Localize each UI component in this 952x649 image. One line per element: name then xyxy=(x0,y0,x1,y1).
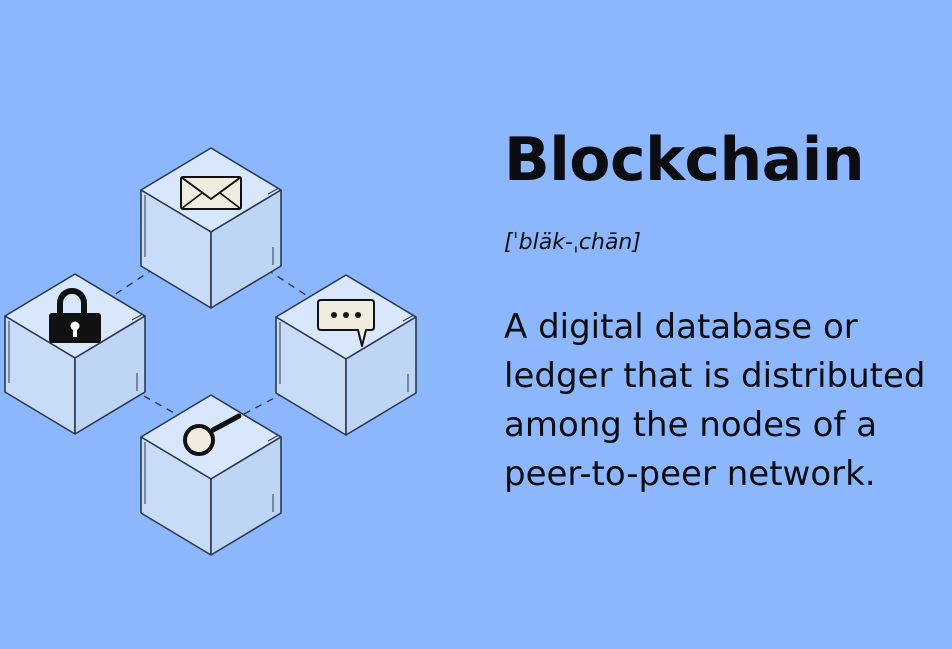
blockchain-diagram xyxy=(4,147,417,556)
cube-bottom xyxy=(140,394,282,556)
cube-top xyxy=(140,147,282,309)
term-title: Blockchain xyxy=(504,125,865,195)
padlock-icon xyxy=(49,288,101,343)
cube-right xyxy=(275,274,417,436)
envelope-icon xyxy=(180,176,242,210)
definition-text: A digital database or ledger that is dis… xyxy=(504,307,926,494)
cube-left xyxy=(4,273,146,435)
pronunciation: [ˈbläk-ˌchān] xyxy=(504,230,641,255)
magnifying-glass-icon xyxy=(183,413,242,456)
speech-bubble-icon xyxy=(317,299,375,347)
